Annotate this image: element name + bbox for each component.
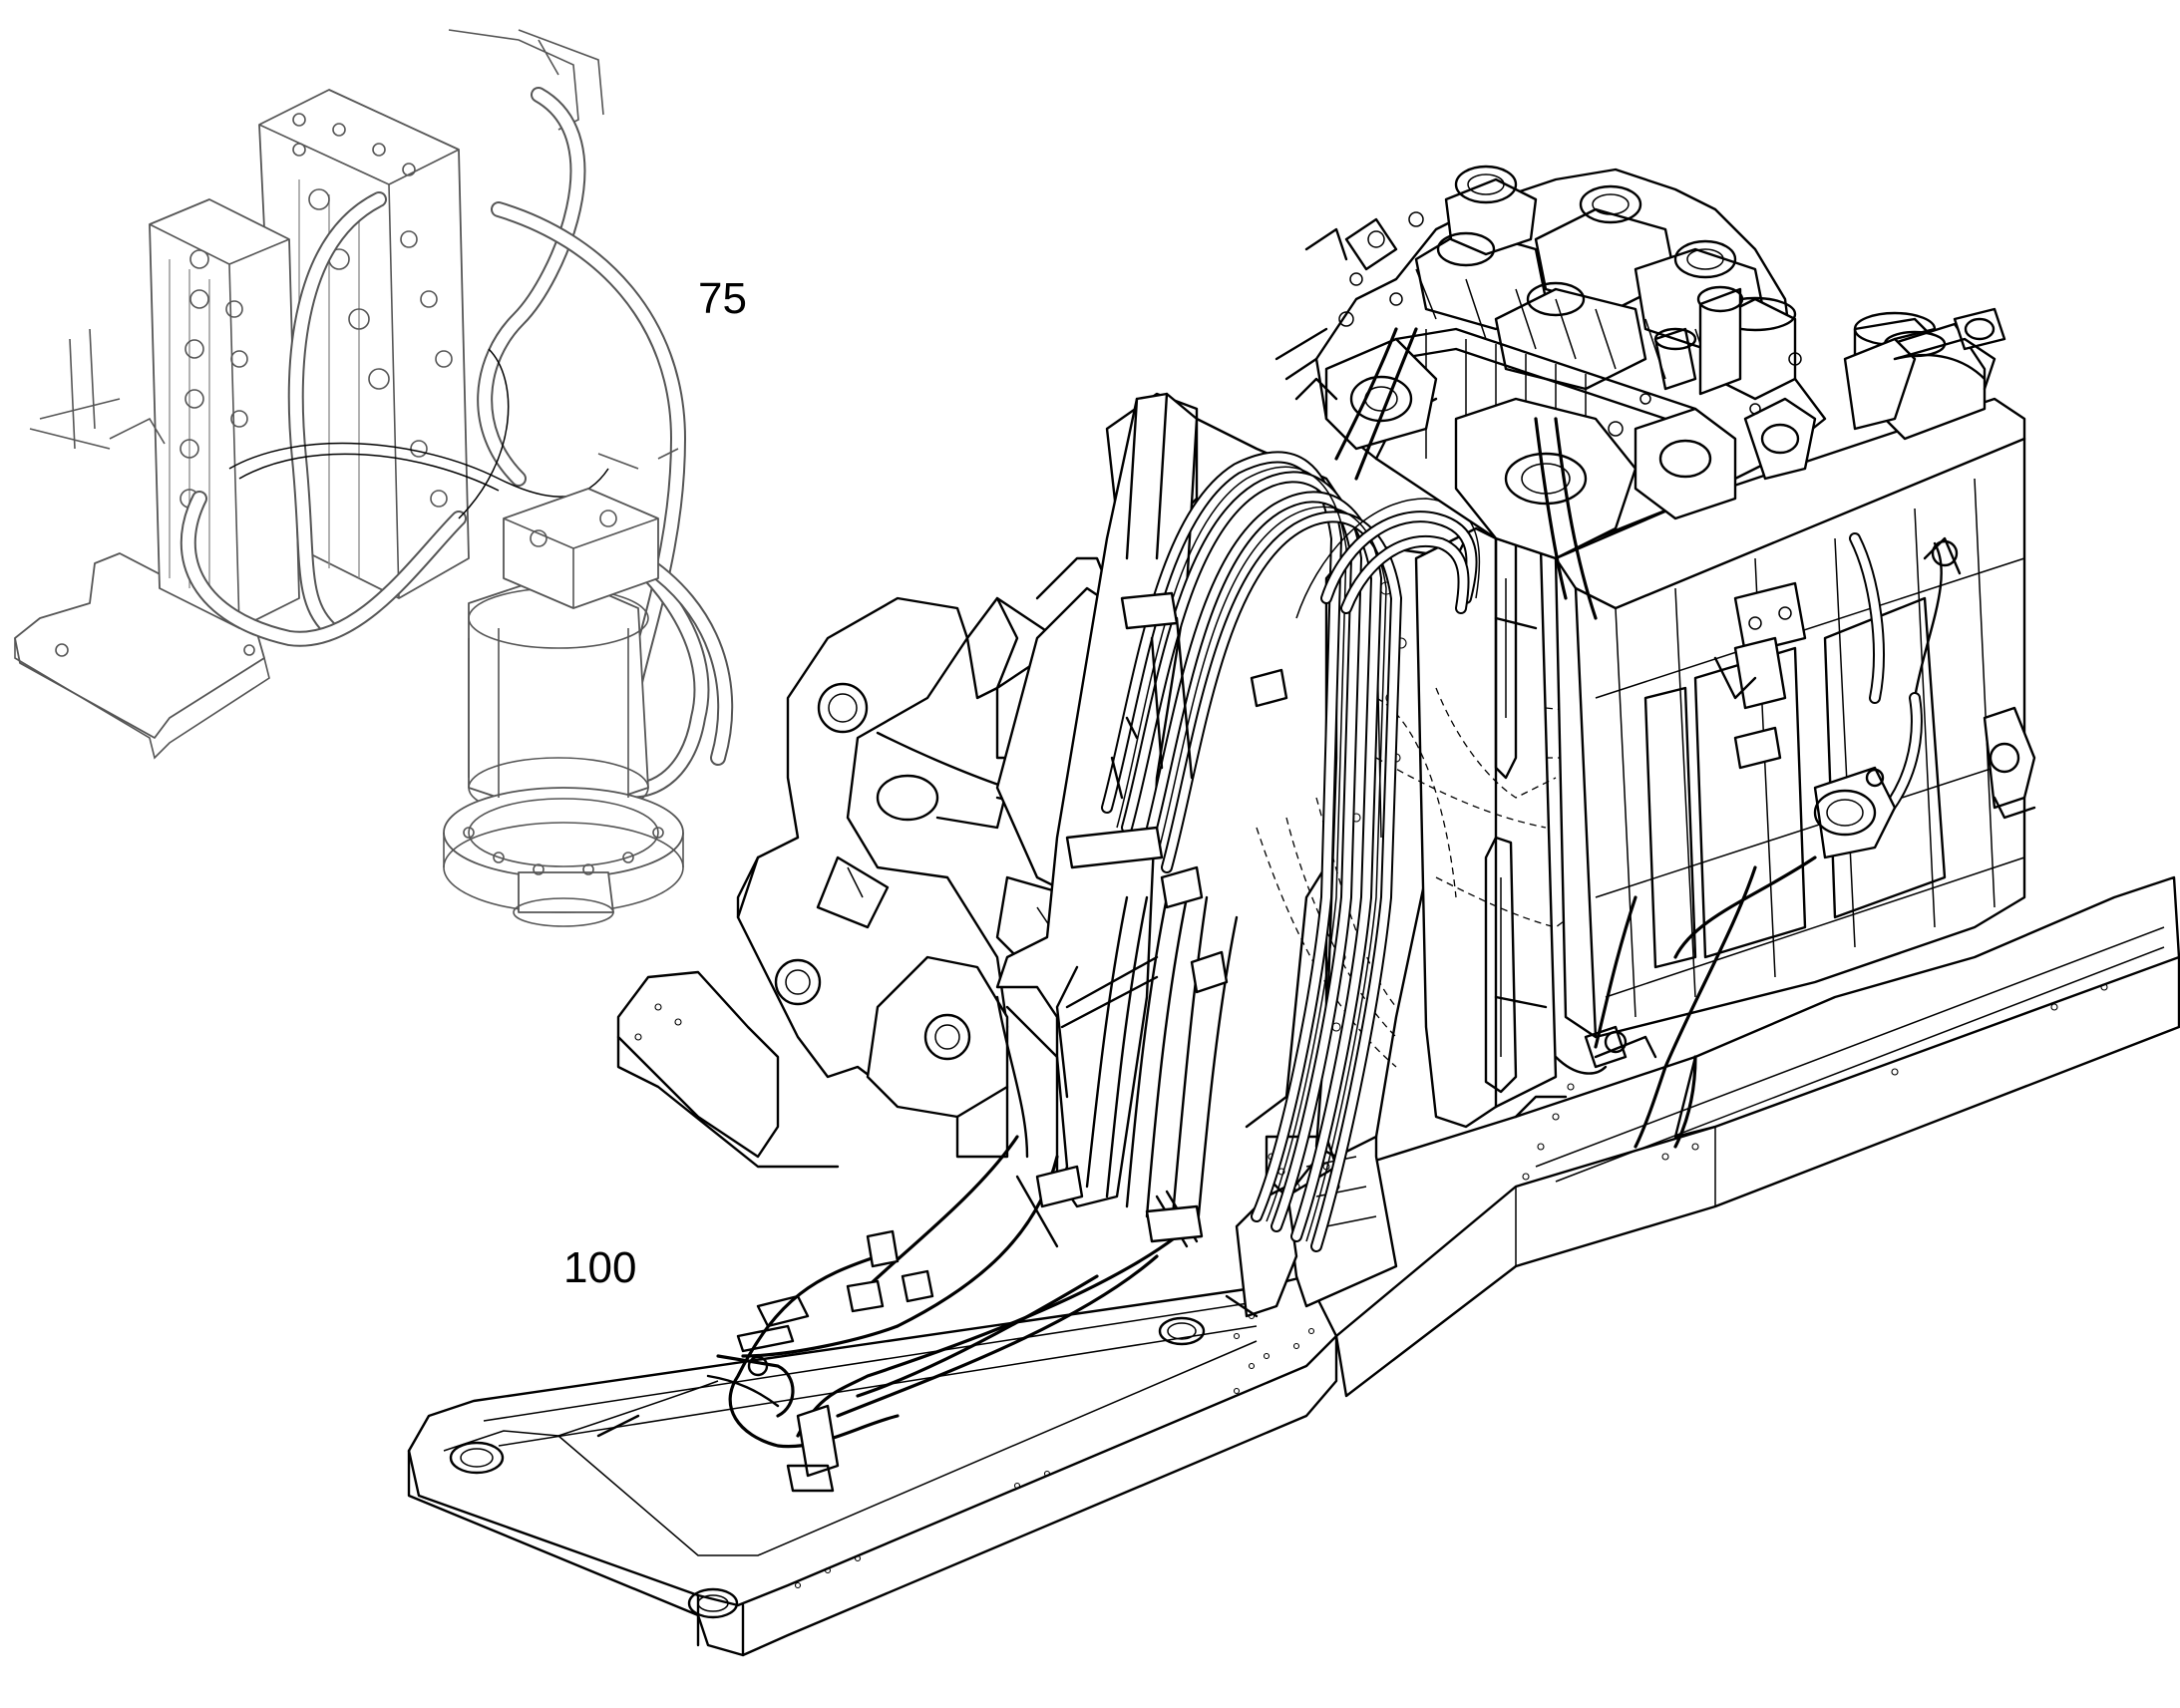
hose-bundle	[1065, 451, 1481, 1252]
control-valve-assembly	[14, 29, 734, 927]
callout-number-75: 75	[698, 274, 747, 323]
callout-number-100: 100	[563, 1243, 637, 1292]
upper-frame-assembly	[407, 165, 2180, 1657]
deck-piping	[557, 1135, 1204, 1493]
engine-assembly	[1274, 165, 2036, 1149]
